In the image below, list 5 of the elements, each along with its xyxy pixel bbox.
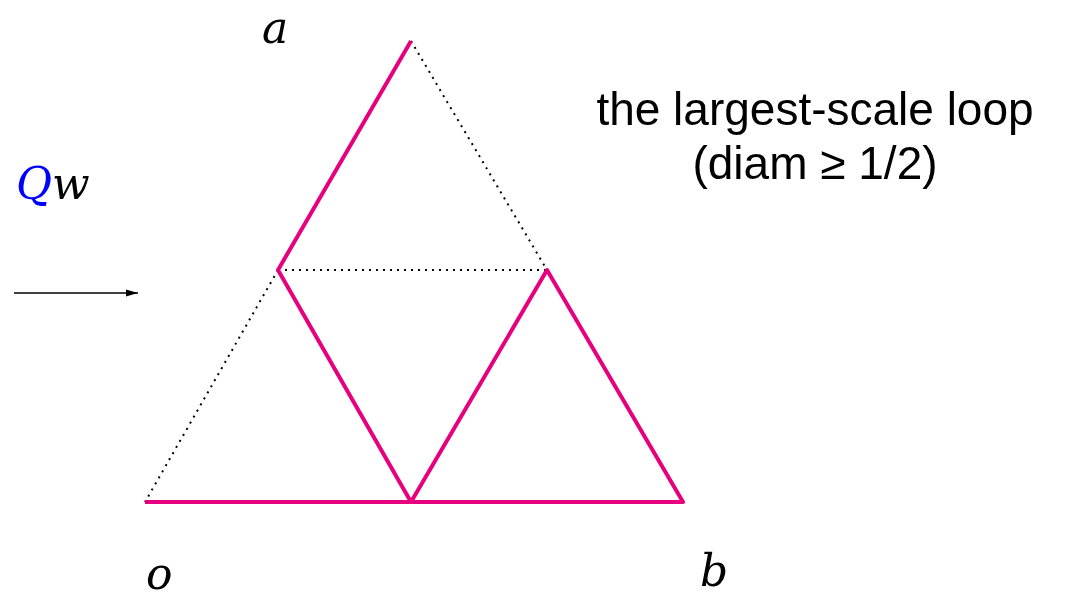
vertex-label: o [146, 548, 173, 597]
annotation-text: the largest-scale loop (diam ≥ 1/2) [595, 82, 1035, 190]
vector-label: Qw [16, 158, 90, 209]
vertex-label: a [262, 2, 289, 53]
vertex-label: b [700, 545, 729, 596]
